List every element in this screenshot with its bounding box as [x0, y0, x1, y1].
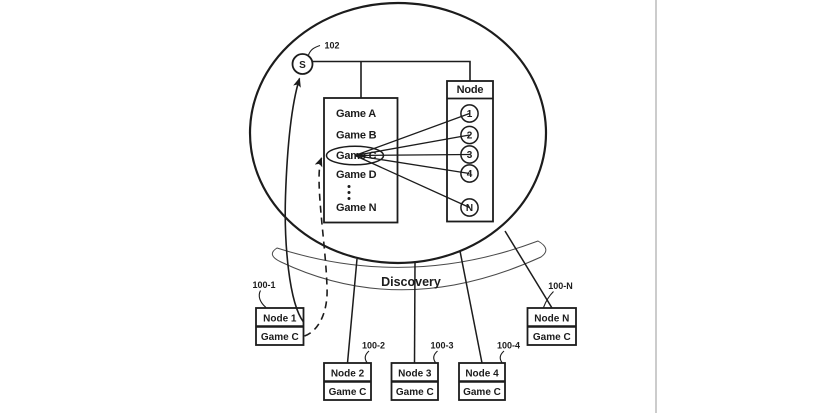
- ref-label-100-1: 100-1: [252, 280, 275, 290]
- client-node-name: Node 2: [331, 369, 365, 380]
- ref-leader-100-2: [365, 351, 369, 363]
- ref-leader-100-3: [434, 351, 438, 363]
- client-node-game: Game C: [396, 387, 434, 398]
- link-cloud-node4: [460, 251, 482, 363]
- ref-leader-100-1: [259, 291, 266, 308]
- game-list-item: Game A: [336, 108, 376, 120]
- node-entry-label: 2: [467, 131, 473, 142]
- client-node-game: Game C: [329, 387, 367, 398]
- ref-label-102: 102: [324, 41, 339, 51]
- link-cloud-noden: [505, 231, 552, 308]
- node-entry-circles: 1 2 3 4 N: [461, 105, 478, 216]
- link-cloud-node3: [415, 262, 416, 363]
- client-node-game: Game C: [533, 332, 571, 343]
- ref-leader-100-4: [500, 351, 504, 363]
- game-list-item: Game C: [336, 150, 377, 162]
- game-list-entries: Game A Game B Game C Game D Game N: [336, 108, 377, 214]
- ref-leader-102: [309, 46, 321, 56]
- ref-label-100-N: 100-N: [548, 281, 573, 291]
- discovery-label: Discovery: [381, 275, 441, 289]
- ref-label-100-3: 100-3: [430, 341, 453, 351]
- game-list-item: Game D: [336, 169, 377, 181]
- ref-leader-100-N: [544, 292, 554, 308]
- ref-label-100-4: 100-4: [497, 341, 520, 351]
- client-node-name: Node 1: [263, 314, 297, 325]
- link-cloud-node2: [348, 259, 358, 363]
- client-node-game: Game C: [463, 387, 501, 398]
- node-entry-label: N: [466, 203, 473, 214]
- client-node-n: Node N Game C 100-N: [528, 281, 577, 345]
- server-to-node-list-connector: [313, 62, 471, 82]
- node-entry-label: 4: [467, 169, 473, 180]
- client-node-4: Node 4 Game C 100-4: [459, 341, 520, 401]
- node1-to-server-arrow: [285, 79, 303, 323]
- node-list-header: Node: [457, 84, 484, 96]
- discovery-band: Discovery: [272, 241, 545, 290]
- client-node-3: Node 3 Game C 100-3: [392, 341, 454, 401]
- ref-label-100-2: 100-2: [362, 341, 385, 351]
- client-node-1: Node 1 Game C 100-1: [252, 280, 303, 345]
- client-node-2: Node 2 Game C 100-2: [324, 341, 385, 401]
- node-entry-label: 1: [467, 109, 473, 120]
- client-node-game: Game C: [261, 332, 299, 343]
- game-list-item: Game B: [336, 130, 377, 142]
- vertical-ellipsis-icon: [348, 185, 351, 200]
- client-node-name: Node 4: [465, 369, 499, 380]
- client-node-name: Node 3: [398, 369, 432, 380]
- server-label: S: [299, 60, 306, 71]
- server-s: S 102: [293, 41, 340, 75]
- game-list-item: Game N: [336, 202, 377, 214]
- node-entry-label: 3: [467, 150, 473, 161]
- client-node-name: Node N: [534, 314, 569, 325]
